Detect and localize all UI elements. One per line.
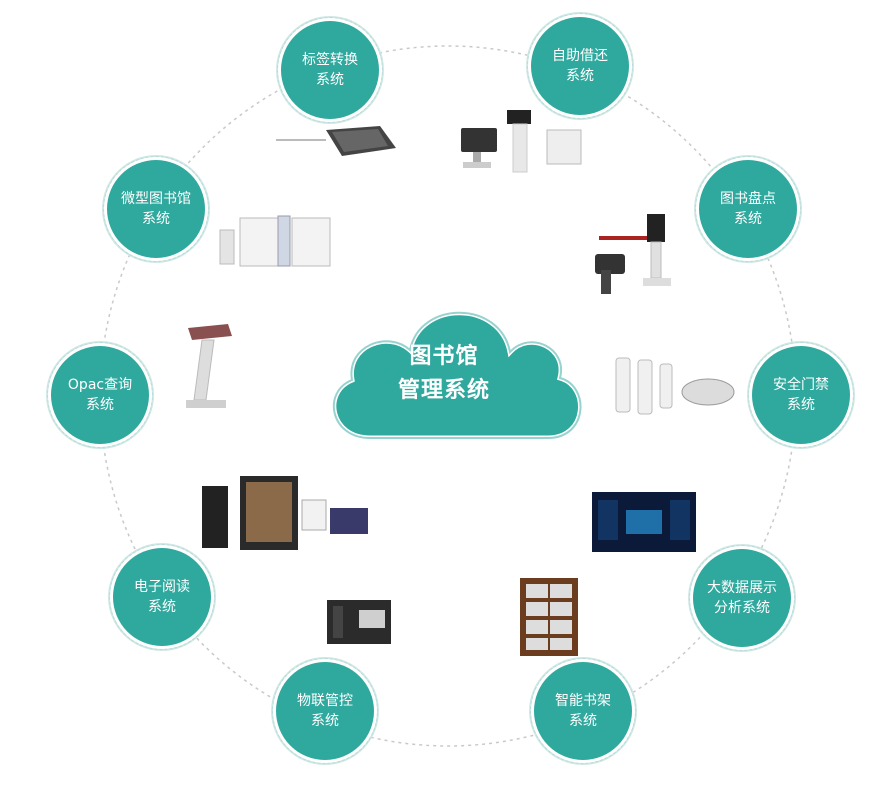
node-micro-library-line2: 系统 (142, 211, 170, 227)
node-e-reading[interactable]: 电子阅读 系统 (109, 544, 215, 650)
node-micro-library[interactable]: 微型图书馆 系统 (103, 156, 209, 262)
node-e-reading-line1: 电子阅读 (134, 579, 190, 595)
center-title-line1: 图书馆 (409, 344, 479, 369)
node-big-data-line1: 大数据展示 (707, 580, 777, 596)
node-iot-control-line1: 物联管控 (297, 693, 353, 709)
node-inventory-line1: 图书盘点 (720, 191, 776, 207)
node-inventory-line2: 系统 (734, 211, 762, 227)
node-opac-line2: 系统 (86, 397, 114, 413)
node-self-service-line1: 自助借还 (552, 48, 608, 64)
node-iot-control[interactable]: 物联管控 系统 (272, 658, 378, 764)
node-smart-shelf-line1: 智能书架 (555, 693, 611, 709)
node-micro-library-line1: 微型图书馆 (121, 191, 191, 207)
node-big-data[interactable]: 大数据展示 分析系统 (689, 545, 795, 651)
inventory-device-image (595, 214, 671, 294)
node-smart-shelf-line2: 系统 (569, 713, 597, 729)
node-security-gate[interactable]: 安全门禁 系统 (748, 342, 854, 448)
node-security-gate-line1: 安全门禁 (773, 377, 829, 393)
node-e-reading-line2: 系统 (148, 599, 176, 615)
node-iot-control-line2: 系统 (311, 713, 339, 729)
e-reading-device-image (202, 476, 368, 550)
node-opac-line1: Opac查询 (67, 377, 133, 393)
node-big-data-line2: 分析系统 (714, 600, 770, 616)
center-title: 图书馆 管理系统 (358, 340, 530, 408)
security-gate-image (615, 357, 735, 415)
node-self-service-line2: 系统 (566, 68, 594, 84)
node-self-service[interactable]: 自助借还 系统 (527, 13, 633, 119)
label-converter-device-image (276, 126, 396, 156)
node-smart-shelf[interactable]: 智能书架 系统 (530, 658, 636, 764)
iot-control-screen-image (327, 600, 391, 644)
big-data-dashboard-image (592, 492, 696, 552)
center-title-line2: 管理系统 (397, 378, 490, 403)
node-label-conversion[interactable]: 标签转换 系统 (277, 17, 383, 123)
self-service-kiosk-image (461, 110, 582, 173)
opac-kiosk-image (186, 324, 232, 408)
node-opac[interactable]: Opac查询 系统 (47, 342, 153, 448)
node-inventory[interactable]: 图书盘点 系统 (695, 156, 801, 262)
micro-library-cabinet-image (219, 215, 331, 267)
smart-shelf-image (520, 578, 578, 656)
node-label-conversion-line1: 标签转换 (302, 52, 358, 68)
node-label-conversion-line2: 系统 (316, 72, 344, 88)
node-security-gate-line2: 系统 (787, 397, 815, 413)
